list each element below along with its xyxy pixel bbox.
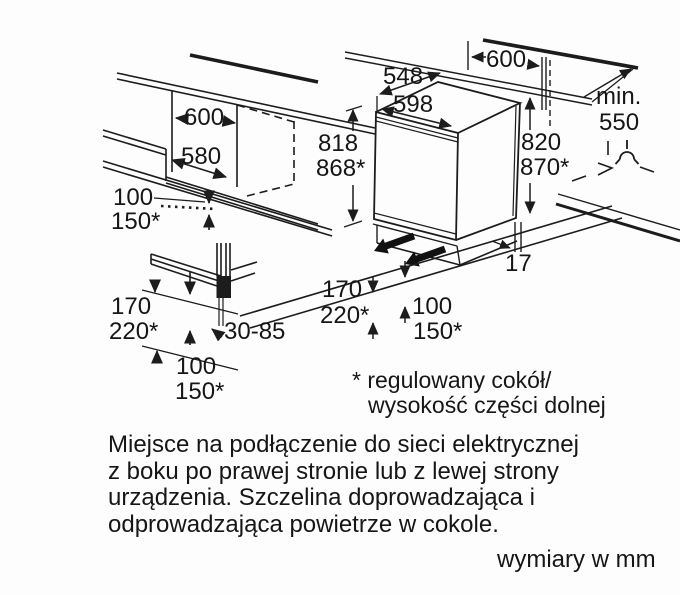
dim-niche-height-adj: 868* xyxy=(316,155,366,182)
dim-plinth-depth: 100 xyxy=(176,353,217,380)
dim-inner-width: 580 xyxy=(181,143,222,170)
socket-icon xyxy=(614,140,640,165)
airflow-arrow xyxy=(405,245,447,267)
note-line3: urządzenia. Szczelina doprowadzająca i xyxy=(108,484,535,511)
dim-min-value: 550 xyxy=(599,109,640,136)
airflow-arrow xyxy=(374,232,416,254)
dim-appliance-depth: 548 xyxy=(383,63,424,90)
dim-appliance-height: 820 xyxy=(521,129,562,156)
niche-drawing xyxy=(102,53,376,237)
units-note: wymiary w mm xyxy=(497,546,656,573)
dim-niche-width: 600 xyxy=(184,104,225,131)
dim-recess-depth: 100 xyxy=(113,184,154,211)
dim-min-label: min. xyxy=(596,83,642,110)
footnote-line1: * regulowany cokół/ xyxy=(352,367,552,393)
dim-plinth-height: 170 xyxy=(111,293,152,320)
appliance-drawing xyxy=(239,38,680,339)
dim-rear-gap: 17 xyxy=(505,250,532,277)
plinth-detail-drawing xyxy=(141,243,258,371)
dim-plinth-height-front-adj: 220* xyxy=(320,302,370,329)
dim-appliance-width: 598 xyxy=(393,91,434,118)
dim-adjust-range: 30-85 xyxy=(224,318,286,345)
airflow-arrows xyxy=(374,232,447,267)
connection-note: Miejsce na podłączenie do sieci elektryc… xyxy=(108,431,579,538)
dim-plinth-depth-front-adj: 150* xyxy=(413,318,463,345)
note-line2: z boku po prawej stronie lub z lewej str… xyxy=(108,457,559,485)
dim-niche-height: 818 xyxy=(318,130,359,157)
dim-plinth-height-front: 170 xyxy=(322,276,363,303)
dim-plinth-height-adj: 220* xyxy=(109,318,159,345)
dim-counter-depth: 600 xyxy=(486,46,527,73)
dim-plinth-depth-adj: 150* xyxy=(175,378,225,405)
note-line1: Miejsce na podłączenie do sieci elektryc… xyxy=(108,431,579,458)
dim-plinth-depth-front: 100 xyxy=(412,293,453,320)
footnote-line2: wysokość części dolnej xyxy=(368,392,606,418)
dim-appliance-height-adj: 870* xyxy=(520,154,570,181)
dim-recess-depth-adj: 150* xyxy=(111,208,161,235)
countertop-top-edge xyxy=(482,38,639,70)
note-line4: odprowadzająca powietrze w cokole. xyxy=(108,510,499,538)
